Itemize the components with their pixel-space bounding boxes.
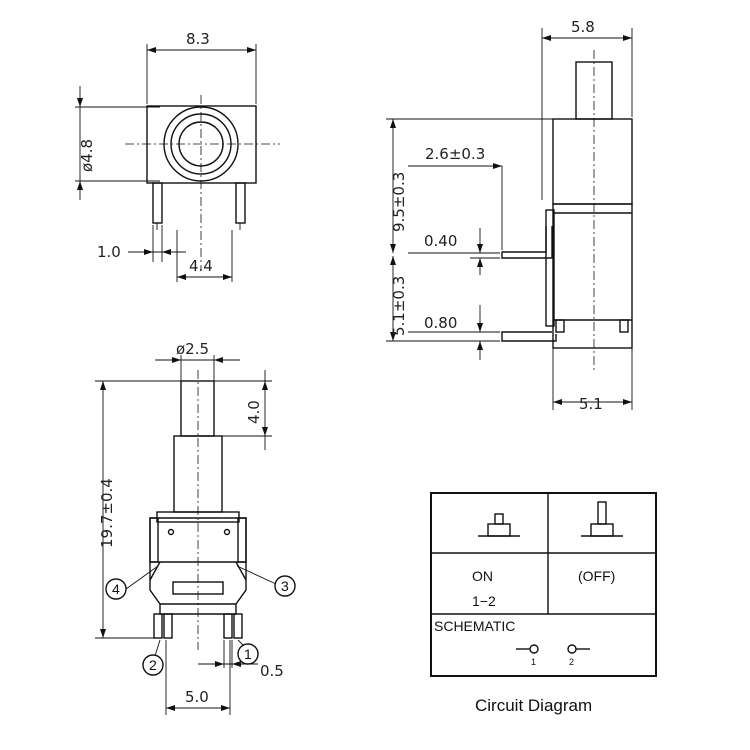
side-view: 5.8 2.6±0.3 9.5±0.3 0.40 5.1±0.3 0.80: [386, 18, 633, 413]
dim-thick-080: 0.80: [424, 314, 457, 332]
dim-thick-040: 0.40: [424, 232, 457, 250]
dim-side-top-width: 5.8: [571, 18, 595, 36]
top-view: 8.3 ø4.8 1.0 4.4: [75, 30, 280, 282]
pin-2-label: 2: [149, 657, 157, 673]
dim-pin-width: 1.0: [97, 243, 121, 261]
state-on: ON: [472, 568, 493, 584]
dim-base-50: 5.0: [185, 688, 209, 706]
switch-off-icon: [581, 501, 623, 537]
state-on-pins: 1−2: [472, 593, 496, 609]
circuit-caption: Circuit Diagram: [475, 696, 592, 715]
circuit-diagram: ON 1−2 (OFF) SCHEMATIC 1 2 Circuit Diagr…: [430, 492, 657, 715]
schematic-terminal-1: 1: [531, 657, 536, 667]
pin-1-marker: [237, 643, 259, 665]
dim-diameter-48: ø4.8: [78, 139, 96, 172]
state-off: (OFF): [578, 568, 615, 584]
dim-stem-40: 4.0: [245, 400, 263, 424]
pin-1-label: 1: [244, 646, 252, 662]
schematic-symbol: [516, 644, 590, 654]
dim-offset-26: 2.6±0.3: [425, 145, 485, 163]
front-view: ø2.5 4.0 19.7±0.4 0.5 5.0 4 3: [95, 340, 296, 715]
dim-pin-pitch: 4.4: [189, 257, 213, 275]
pin-2-marker: [142, 654, 164, 676]
dim-height-51: 5.1±0.3: [390, 276, 408, 336]
dim-diameter-25: ø2.5: [176, 340, 209, 358]
dim-pin-05: 0.5: [260, 662, 284, 680]
switch-on-icon: [478, 513, 520, 537]
dim-top-width: 8.3: [186, 30, 210, 48]
pin-4-marker: [105, 578, 127, 600]
schematic-label: SCHEMATIC: [434, 618, 515, 634]
dim-height-197: 19.7±0.4: [98, 478, 116, 548]
schematic-terminal-2: 2: [569, 657, 574, 667]
pin-3-marker: [274, 575, 296, 597]
pin-3-label: 3: [281, 578, 289, 594]
dim-side-bottom-width: 5.1: [579, 395, 603, 413]
pin-4-label: 4: [112, 581, 120, 597]
dim-height-95: 9.5±0.3: [390, 172, 408, 232]
